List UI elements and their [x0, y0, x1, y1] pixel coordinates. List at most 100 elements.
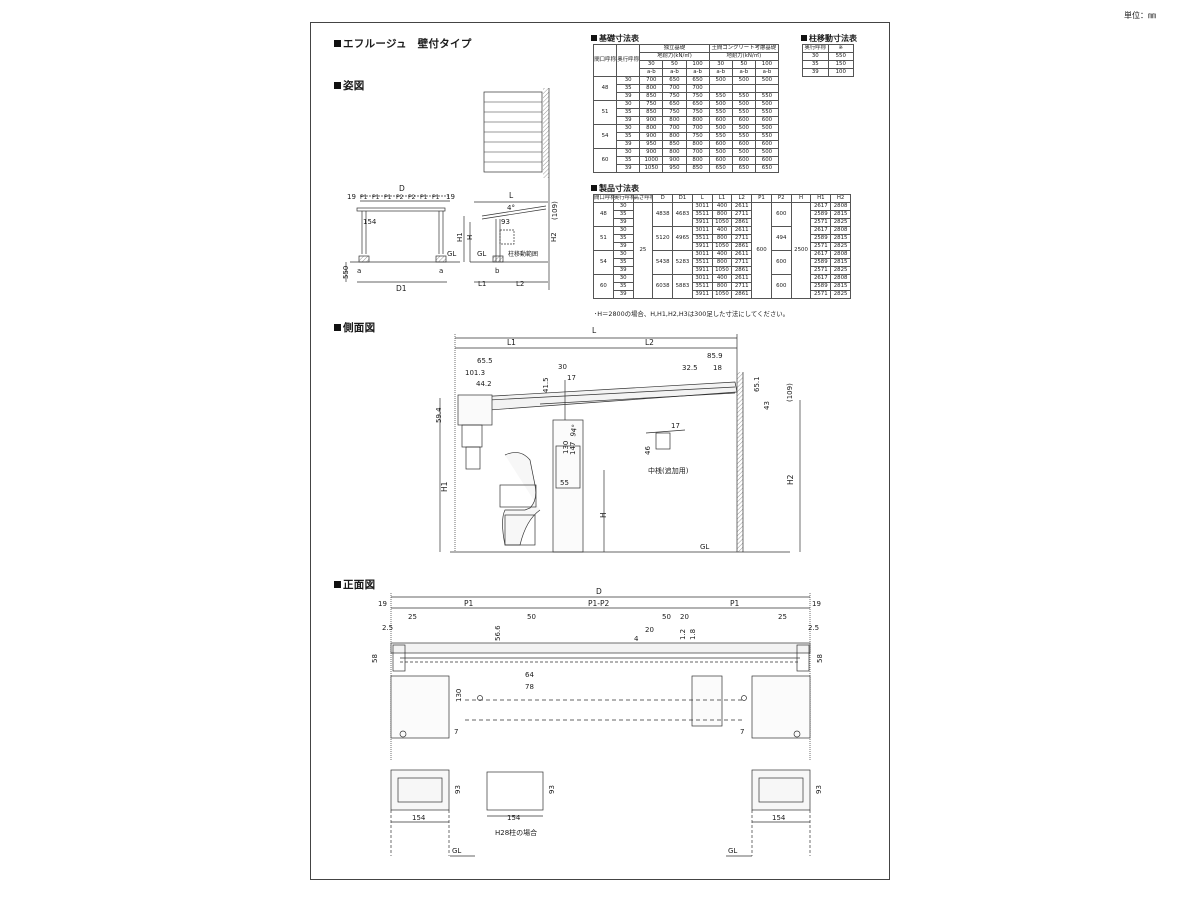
dim-147: 147 [569, 442, 577, 455]
section-front-title: 正面図 [334, 577, 375, 592]
dim-2-5-left: 2.5 [382, 624, 393, 632]
label-H-side: H [599, 512, 608, 518]
dim-17: 17 [567, 374, 576, 382]
dim-154-mid: 154 [507, 814, 521, 822]
label-p1-a: P1 [360, 194, 368, 201]
label-p1-b: P1 [372, 194, 380, 201]
label-gl-mini: GL [447, 250, 456, 258]
dim-109-side: (109) [786, 383, 794, 402]
dim-44-2: 44.2 [476, 380, 492, 388]
dim-7-right: 7 [740, 728, 744, 736]
label-p1-c: P1 [384, 194, 392, 201]
label-109-mini: (109) [551, 201, 559, 220]
dim-18: 18 [713, 364, 722, 372]
dim-50-front-left: 50 [527, 613, 536, 621]
label-l1-mini: L1 [478, 280, 486, 288]
product-table: 間口呼称奥行呼称高さ呼称DD1LL1L2P1P2HH1H248302548384… [593, 194, 851, 299]
label-19-right: 19 [446, 193, 455, 201]
dim-30: 30 [558, 363, 567, 371]
depth-cell: 39 [612, 290, 634, 299]
label-p1p2-front: P1-P2 [588, 599, 610, 608]
dim-20-front-mid: 20 [645, 626, 654, 634]
label-D-top: D [399, 184, 405, 193]
label-550: 550 [342, 266, 350, 279]
product-table-note: ･H＝2800の場合、H,H1,H2,H3は300足した寸法にしてください。 [594, 310, 790, 318]
label-p1-e: P1 [432, 194, 440, 201]
dim-2-5-right: 2.5 [808, 624, 819, 632]
dim-1-8: 1.8 [689, 629, 697, 640]
dim-43: 43 [763, 401, 771, 410]
label-L1-side: L1 [507, 338, 516, 347]
dim-65-5: 65.5 [477, 357, 493, 365]
dim-78: 78 [525, 683, 534, 691]
label-gl-front-right: GL [728, 847, 737, 855]
dim-46: 46 [644, 446, 652, 455]
label-h2-mini: H2 [550, 232, 558, 242]
label-post-move-range: 柱移動範囲 [508, 250, 538, 258]
dim-55: 55 [560, 479, 569, 487]
label-p1-front-left: P1 [464, 599, 474, 608]
l2-cell: 2861 [731, 290, 753, 299]
label-p2-b: P2 [408, 194, 416, 201]
dim-4: 4 [634, 635, 639, 643]
label-L-mini: L [509, 191, 514, 200]
dim-93-right: 93 [815, 785, 823, 794]
label-a-left: a [357, 267, 361, 275]
label-a-right: a [439, 267, 443, 275]
dim-94deg: 94° [569, 424, 579, 438]
front-view [390, 593, 811, 857]
dim-65-1: 65.1 [753, 376, 761, 392]
section-view-title: 姿図 [334, 78, 365, 93]
p2-cell: 494 [770, 226, 792, 251]
label-H2-side: H2 [786, 474, 795, 485]
p2-cell: 600 [770, 250, 792, 275]
dim-58-right: 58 [816, 654, 824, 663]
dim-1-2: 1.2 [679, 629, 687, 640]
label-l2-mini: L2 [516, 280, 524, 288]
label-D1-mini: D1 [396, 284, 407, 293]
label-gl-front-left: GL [452, 847, 461, 855]
dim-25-front-left: 25 [408, 613, 417, 621]
label-154: 154 [363, 218, 377, 226]
dim-154-right: 154 [772, 814, 786, 822]
post-table-title: 柱移動寸法表 [801, 33, 857, 44]
mini-side-view [463, 201, 548, 283]
product-table-title: 製品寸法表 [591, 183, 639, 194]
section-side-title: 側面図 [334, 320, 375, 335]
dim-50-front-right: 50 [662, 613, 671, 621]
side-view [439, 334, 801, 553]
dim-17-detail: 17 [671, 422, 680, 430]
dim-19-front-right: 19 [812, 600, 821, 608]
dim-19-front-left: 19 [378, 600, 387, 608]
h2-cell: 2825 [830, 290, 851, 299]
label-D-front: D [596, 587, 602, 596]
mini-front-view [345, 195, 460, 283]
label-93-mini: 93 [501, 218, 510, 226]
label-gl-mini2: GL [477, 250, 486, 258]
label-H1-side: H1 [440, 481, 449, 492]
dim-59-4: 59.4 [435, 407, 443, 423]
dim-93-mid: 93 [548, 785, 556, 794]
unit-label: 単位：㎜ [1124, 11, 1156, 20]
table-cell: 100 [827, 68, 854, 77]
dim-64: 64 [525, 671, 534, 679]
label-p1-front-right: P1 [730, 599, 740, 608]
dim-25-front-right: 25 [778, 613, 787, 621]
label-h-mini: H [466, 235, 474, 240]
label-p2-a: P2 [396, 194, 404, 201]
foundation-table: 間口呼称奥行呼称独立基礎土間コンクリート考慮基礎地耐力(kN/㎡)地耐力(kN/… [592, 44, 780, 173]
p2-cell: 600 [770, 274, 792, 299]
drawing-sheet [310, 22, 890, 880]
table-cell: 650 [754, 164, 780, 173]
label-gl-side: GL [700, 543, 709, 551]
plan-view [483, 88, 550, 290]
